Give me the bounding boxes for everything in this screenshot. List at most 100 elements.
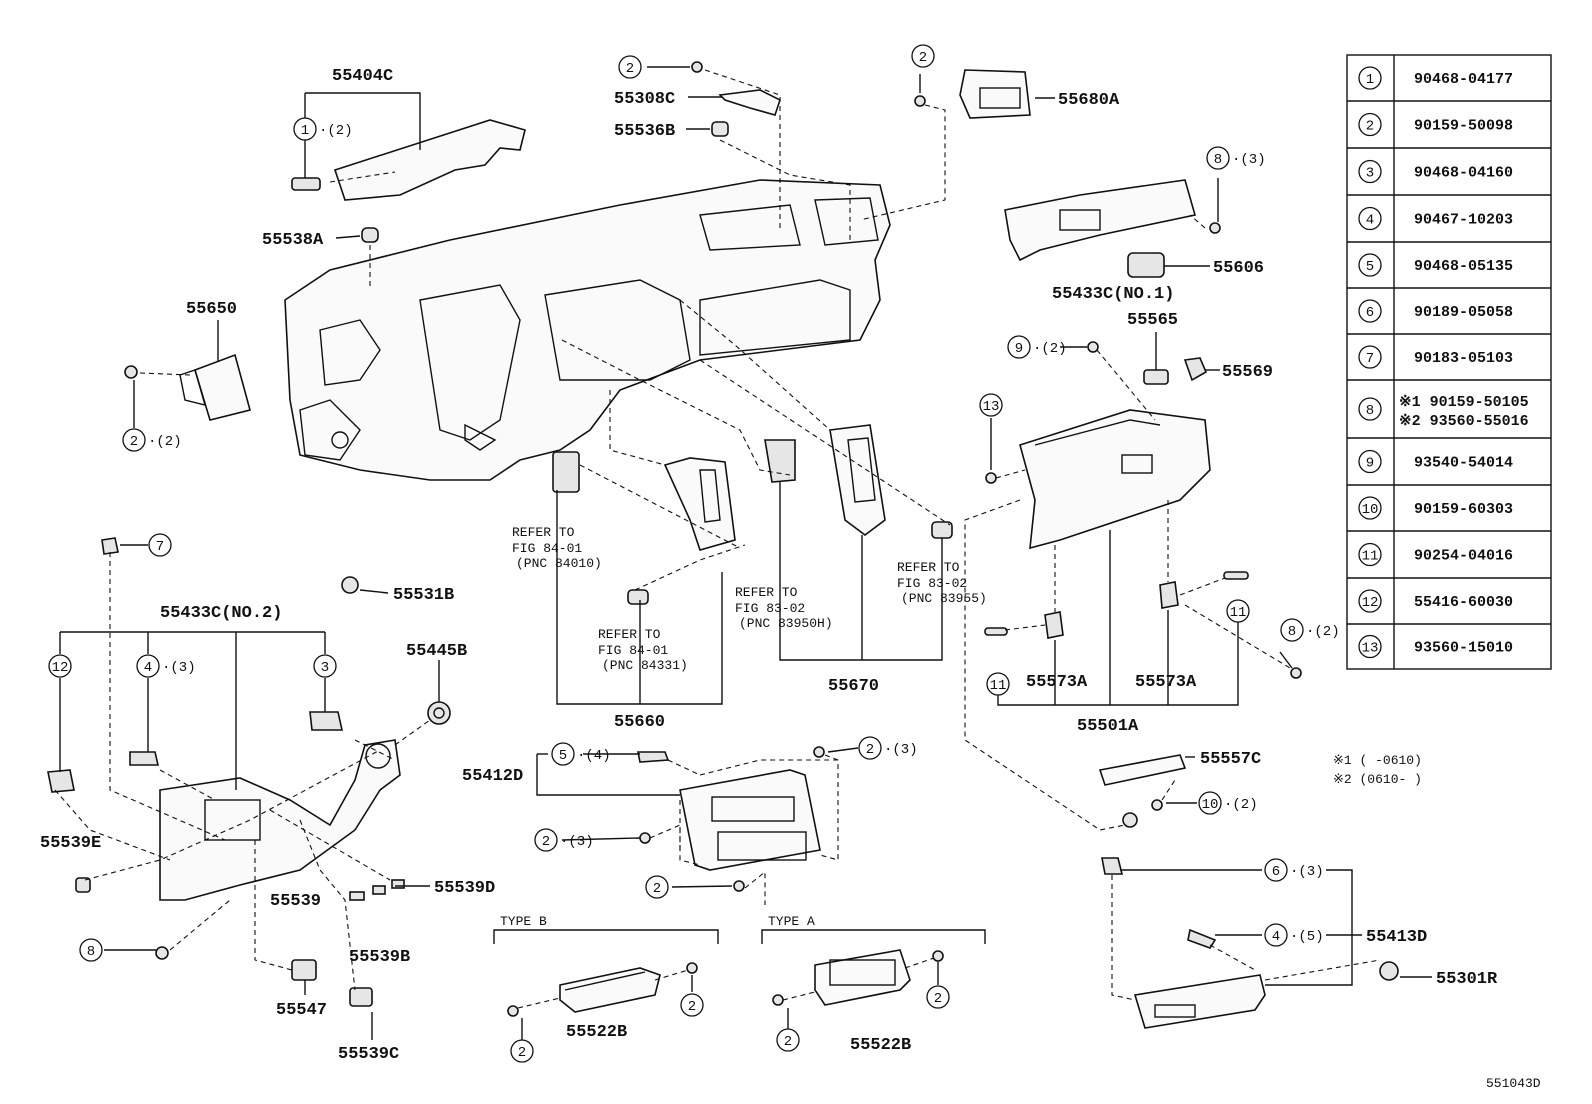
refer-line: (PNC 83950H) (739, 616, 833, 631)
part-label: 55531B (393, 586, 454, 605)
callout-circle (926, 985, 950, 1009)
callout-circle (1198, 791, 1222, 815)
svg-text:2: 2 (784, 1034, 792, 1050)
table-callout-number: 9 (1366, 456, 1374, 472)
type-a-label: TYPE A (768, 914, 815, 929)
table-part-code: ※2 93560-55016 (1399, 413, 1529, 430)
part-label: 55445B (406, 642, 467, 661)
table-part-code: 90159-50098 (1414, 118, 1513, 135)
refer-line: REFER TO (512, 525, 575, 540)
callout-circle (313, 654, 337, 678)
callout-circle (911, 44, 935, 68)
svg-text:2: 2 (518, 1045, 526, 1061)
svg-text:9: 9 (1015, 341, 1023, 357)
part-label: 55539 (270, 892, 321, 911)
refer-line: FIG 83-02 (735, 601, 805, 616)
svg-text:2: 2 (934, 991, 942, 1007)
svg-text:2: 2 (130, 434, 138, 450)
part-number-labels: 55404C 55308C 55536B 55680A 55538A 55650… (40, 67, 1498, 1064)
part-label: 55538A (262, 231, 324, 250)
svg-text:1: 1 (301, 123, 309, 139)
table-callout-number: 3 (1366, 166, 1374, 182)
qty-label: ·(4) (577, 748, 611, 764)
part-label: 55547 (276, 1001, 327, 1020)
svg-text:2: 2 (866, 742, 874, 758)
qty-label: ·(3) (560, 834, 594, 850)
svg-text:2: 2 (688, 999, 696, 1015)
table-callout-number: 8 (1366, 403, 1374, 419)
refer-line: FIG 84-01 (598, 643, 668, 658)
table-row: 9 93540-54014 (1347, 437, 1551, 474)
table-callout-number: 7 (1366, 351, 1374, 367)
table-callout-circle (1358, 449, 1382, 474)
part-label: 55522B (850, 1036, 911, 1055)
refer-line: (PNC 83955) (901, 591, 987, 606)
qty-label: ·(2) (1033, 341, 1067, 357)
qty-label: ·(2) (1224, 797, 1258, 813)
part-label: 55565 (1127, 311, 1178, 330)
type-b-label: TYPE B (500, 914, 547, 929)
part-label: 55680A (1058, 91, 1120, 110)
table-callout-number: 6 (1366, 305, 1374, 321)
table-part-code: 90468-04160 (1414, 165, 1513, 182)
refer-line: (PNC 84010) (516, 556, 602, 571)
table-callout-number: 5 (1366, 259, 1374, 275)
qty-label: ·(2) (148, 434, 182, 450)
callout-circle (645, 875, 669, 899)
refer-line: REFER TO (598, 627, 661, 642)
hinge-right-drawing (1159, 581, 1179, 609)
callout-circle (510, 1039, 534, 1063)
bracket-drawing (718, 89, 781, 116)
table-callout-circle (1358, 589, 1382, 613)
svg-text:2: 2 (542, 834, 550, 850)
callout-circle (986, 672, 1010, 696)
bottom-trim-drawing (1101, 857, 1399, 1029)
damper-drawing (1098, 754, 1187, 786)
part-label: 55301R (1436, 970, 1498, 989)
svg-text:11: 11 (990, 678, 1007, 694)
callout-circle (1206, 146, 1230, 170)
center-unit-type-a-drawing (814, 949, 911, 1006)
table-callout-number: 13 (1362, 641, 1379, 657)
svg-text:4: 4 (1272, 929, 1280, 945)
table-part-code: 93540-54014 (1414, 455, 1513, 472)
qty-label: ·(2) (319, 123, 353, 139)
table-callout-number: 1 (1366, 72, 1374, 88)
callout-circle (1226, 599, 1250, 623)
part-label: 55522B (566, 1023, 627, 1042)
part-label: 55404C (332, 67, 393, 86)
table-callout-circle (1358, 299, 1382, 323)
table-callout-circle (1358, 397, 1382, 421)
table-row: 8※1 90159-50105※2 93560-55016 (1347, 379, 1551, 430)
callout-circle (1264, 923, 1288, 947)
center-vent-right-drawing (764, 424, 953, 539)
table-row: 3 90468-04160 (1347, 147, 1551, 184)
upper-pad-drawing (291, 119, 526, 201)
left-vent-drawing (179, 353, 251, 421)
callout-circle (979, 393, 1003, 417)
lower-panel-no2-drawing (47, 537, 451, 1007)
callout-circle (534, 828, 558, 852)
refer-line: REFER TO (735, 585, 798, 600)
part-label: 55569 (1222, 363, 1273, 382)
table-callout-circle (1358, 66, 1382, 90)
svg-text:2: 2 (626, 61, 634, 77)
refer-notes: REFER TO FIG 84-01 (PNC 84010) REFER TO … (512, 525, 987, 673)
part-label: 55660 (614, 713, 665, 732)
glove-box-drawing (1019, 357, 1211, 550)
part-label: 55539D (434, 879, 495, 898)
table-part-code: 90468-04177 (1414, 71, 1513, 88)
callout-circle (1007, 335, 1031, 359)
table-part-code: 93560-15010 (1414, 640, 1513, 657)
part-label: 55413D (1366, 928, 1427, 947)
table-row: 1 90468-04177 (1358, 66, 1513, 90)
qty-label: ·(2) (1306, 624, 1340, 640)
